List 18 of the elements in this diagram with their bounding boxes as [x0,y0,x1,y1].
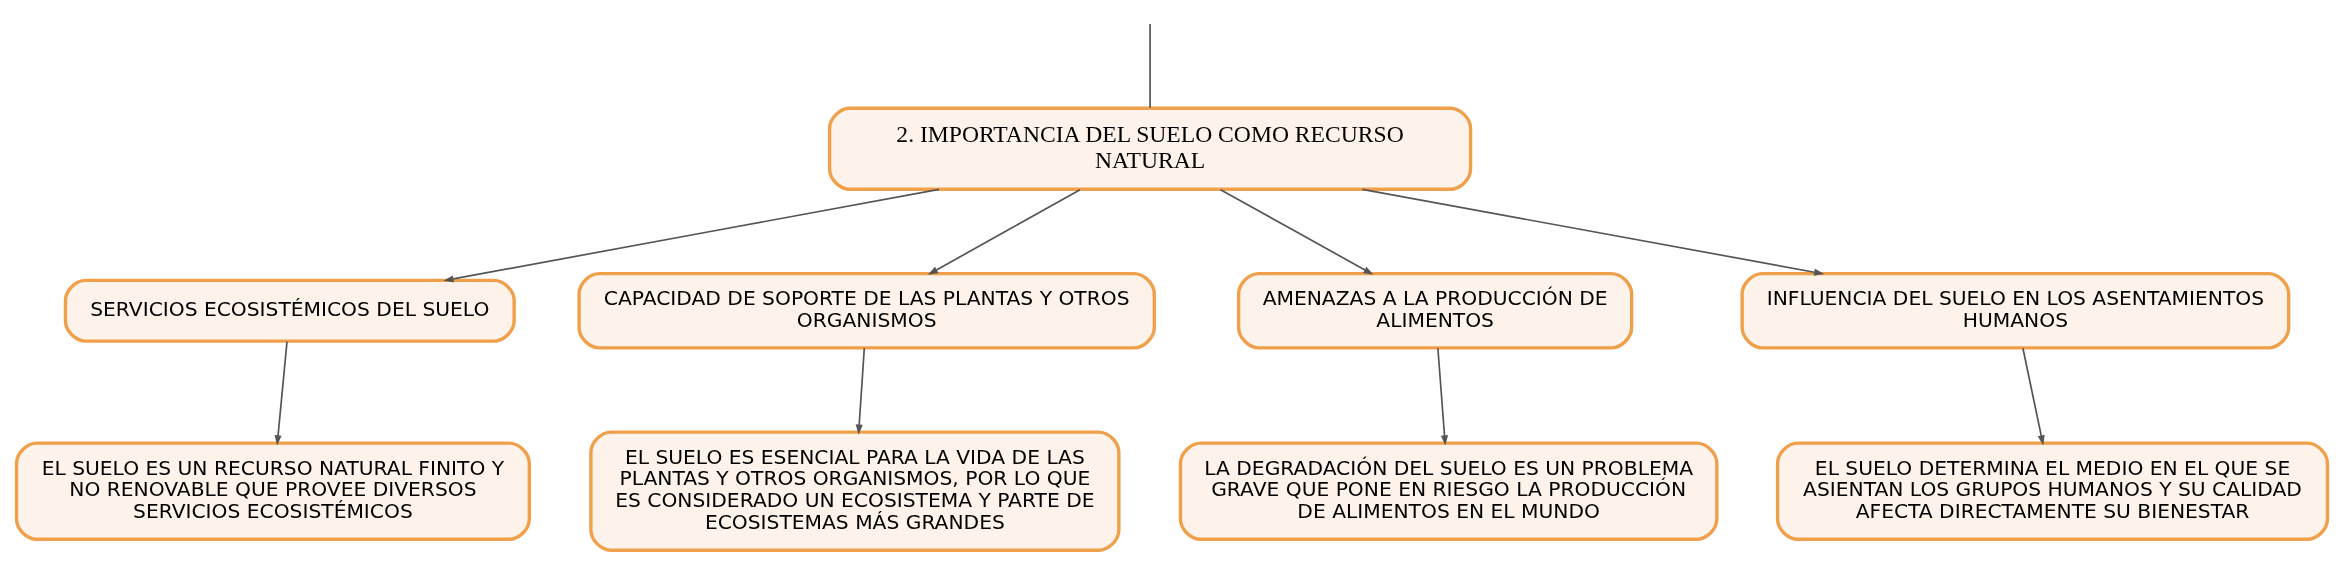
arrow [1219,188,1374,275]
arrow [2022,347,2045,446]
arrow [855,347,866,435]
node-box: EL SUELO ES UN RECURSO NATURAL FINITO Y NO RENOVABLE QUE PROVEE DIVERSOS SERVICIOS ECOSISTÉMICOS [14,441,531,541]
arrow [1437,347,1449,446]
node-box: SERVICIOS ECOSISTÉMICOS DEL SUELO [63,278,516,343]
node-box: INFLUENCIA DEL SUELO EN LOS ASENTAMIENTOS HUMANOS [1740,271,2291,350]
connector [1149,23,1151,109]
arrow [927,188,1081,275]
node-box: LA DEGRADACIÓN DEL SUELO ES UN PROBLEMA GRAVE QUE PONE EN RIESGO LA PRODUCCIÓN DE ALIMENTOS EN EL MUNDO [1178,441,1719,541]
node-box: EL SUELO ES ESENCIAL PARA LA VIDA DE LAS PLANTAS Y OTROS ORGANISMOS, POR LO QUE ES CONSIDERADO UN ECOSISTEMA Y PARTE DE ECOSISTEMAS MÁS GRANDES [589,430,1121,552]
node-box: EL SUELO DETERMINA EL MEDIO EN EL QUE SE ASIENTAN LOS GRUPOS HUMANOS Y SU CALIDAD AFECTA DIRECTAMENTE SU BIENESTAR [1775,441,2330,541]
node-box: 2. IMPORTANCIA DEL SUELO COMO RECURSO NATURAL [827,106,1473,191]
arrow [443,188,940,283]
node-box: CAPACIDAD DE SOPORTE DE LAS PLANTAS Y OTROS ORGANISMOS [577,271,1156,350]
arrow [1361,188,1825,276]
arrow [274,340,288,446]
node-box: AMENAZAS A LA PRODUCCIÓN DE ALIMENTOS [1236,271,1634,350]
